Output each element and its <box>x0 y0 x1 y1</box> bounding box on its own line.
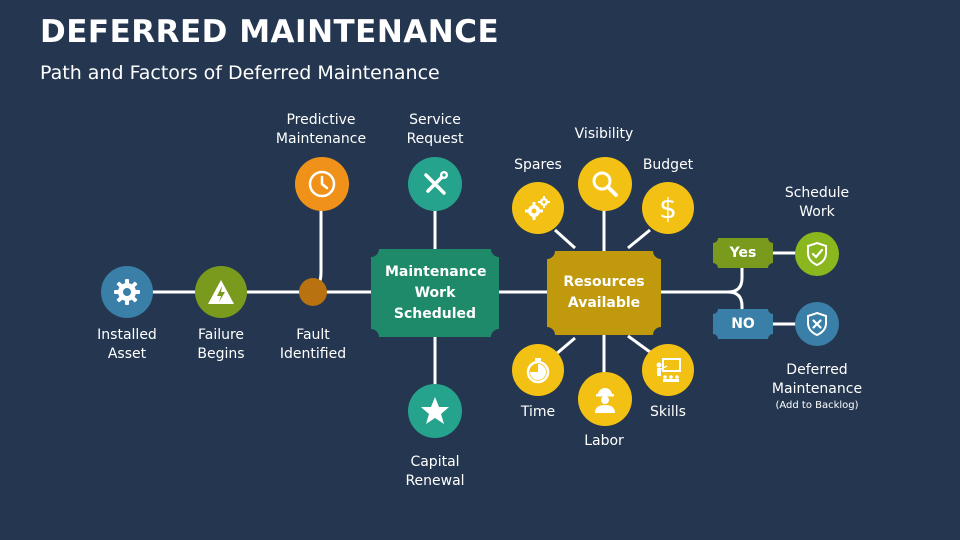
capital-renewal-node <box>408 384 462 438</box>
tag-shape <box>713 238 773 268</box>
no-text: NO <box>731 316 755 332</box>
presentation-icon <box>656 358 681 382</box>
deferred-maintenance-note: (Add to Backlog) <box>775 400 859 411</box>
gears-icon <box>525 196 550 220</box>
magnifier-icon <box>592 171 618 197</box>
spares-node <box>512 182 564 234</box>
resources-available-box: Resources Available <box>547 251 661 335</box>
no-tag: NO <box>713 309 773 339</box>
ticket-shape <box>547 251 661 335</box>
star-icon <box>421 397 449 424</box>
schedule-work-text: Schedule Work <box>784 185 850 220</box>
labor-node <box>578 372 632 426</box>
capital-renewal-label: Capital Renewal <box>395 453 475 491</box>
failure-begins-text: Failure Begins <box>197 327 245 362</box>
schedule-work-label: Schedule Work <box>777 184 857 222</box>
maintenance-work-scheduled-box: Maintenance Work Scheduled <box>371 249 499 337</box>
installed-asset-node <box>101 266 153 318</box>
labor-label: Labor <box>584 433 624 449</box>
resources-available-text: Resources Available <box>563 274 645 311</box>
shield-x-icon <box>807 311 827 337</box>
tools-icon <box>424 171 448 195</box>
visibility-label: Visibility <box>574 126 634 142</box>
service-request-label: Service Request <box>395 111 475 149</box>
worker-icon <box>595 388 615 413</box>
page-subtitle: Path and Factors of Deferred Maintenance <box>40 62 440 84</box>
skills-label: Skills <box>650 404 686 420</box>
installed-asset-text: Installed Asset <box>97 327 157 362</box>
clock-icon <box>308 170 336 198</box>
time-label: Time <box>520 404 556 420</box>
ticket-shape <box>371 249 499 337</box>
stopwatch-icon <box>526 358 550 384</box>
yes-tag: Yes <box>713 238 773 268</box>
fault-identified-label: Fault Identified <box>273 326 353 364</box>
skills-node <box>642 344 694 396</box>
tag-shape <box>713 309 773 339</box>
service-request-node <box>408 157 462 211</box>
schedule-work-node <box>795 232 839 276</box>
service-request-text: Service Request <box>406 112 464 147</box>
budget-label: Budget <box>642 157 694 173</box>
fault-identified-dot <box>299 278 327 306</box>
dollar-icon: $ <box>659 191 677 225</box>
predictive-maintenance-label: Predictive Maintenance <box>266 111 376 149</box>
deferred-maintenance-node <box>795 302 839 346</box>
fault-identified-text: Fault Identified <box>279 327 347 362</box>
budget-node: $ <box>642 182 694 234</box>
spares-label: Spares <box>514 157 562 173</box>
deferred-maintenance-label: Deferred Maintenance (Add to Backlog) <box>767 361 867 413</box>
shield-check-icon <box>807 241 827 267</box>
warning-lightning-icon <box>208 280 234 304</box>
maintenance-work-scheduled-text: Maintenance Work Scheduled <box>385 263 487 322</box>
failure-begins-node <box>195 266 247 318</box>
predictive-maintenance-text: Predictive Maintenance <box>275 112 367 147</box>
visibility-node <box>578 157 632 211</box>
time-node <box>512 344 564 396</box>
installed-asset-label: Installed Asset <box>87 326 167 364</box>
failure-begins-label: Failure Begins <box>181 326 261 364</box>
capital-renewal-text: Capital Renewal <box>405 454 465 489</box>
yes-text: Yes <box>729 245 757 261</box>
predictive-maintenance-node <box>295 157 349 211</box>
page-title: DEFERRED MAINTENANCE <box>40 14 500 50</box>
gear-icon <box>114 279 140 305</box>
deferred-maintenance-text: Deferred Maintenance <box>771 362 863 397</box>
